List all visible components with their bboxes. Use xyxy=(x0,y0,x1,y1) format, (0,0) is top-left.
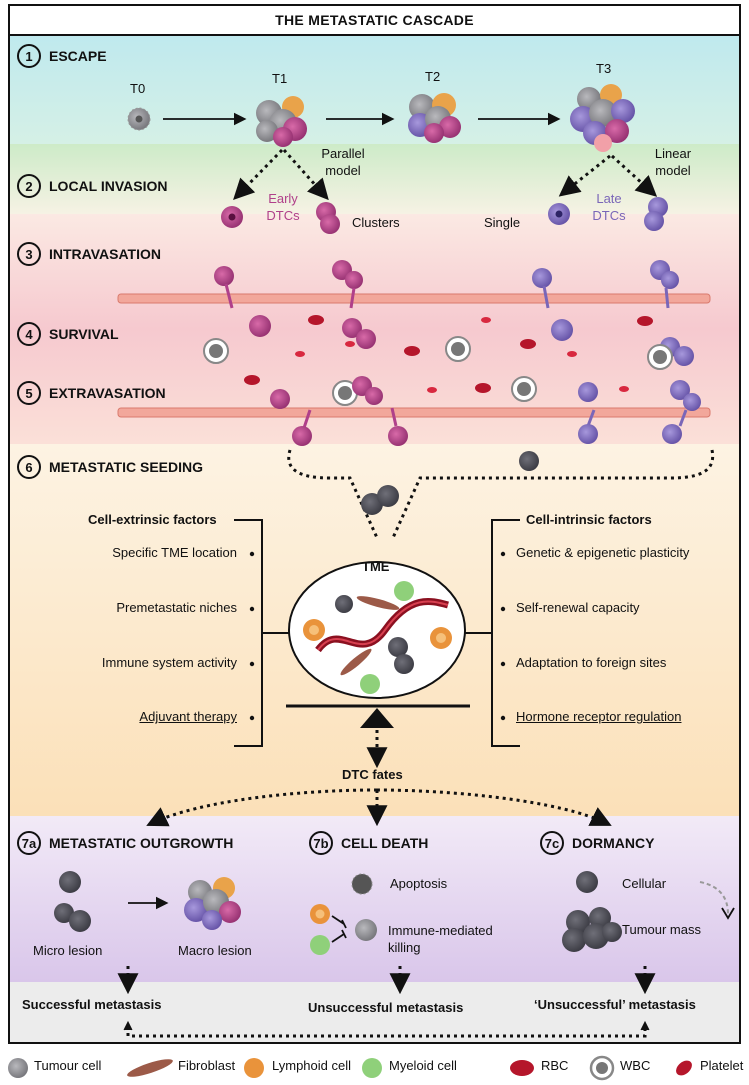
outgrowth-cells xyxy=(54,871,241,932)
label-t3: T3 xyxy=(596,61,612,76)
label-linear-model: Linear model xyxy=(654,146,692,178)
intravasating-cells xyxy=(214,260,679,309)
label-single: Single xyxy=(484,215,521,230)
extrinsic-header: Cell-extrinsic factors xyxy=(88,512,217,527)
label-late-dtcs: Late DTCs xyxy=(592,191,626,223)
label-unsuccessful-metastasis: Unsuccessful metastasis xyxy=(308,1000,464,1015)
vessel-band xyxy=(10,214,739,444)
tumour-cell-icon xyxy=(8,1058,28,1078)
intrinsic-header: Cell-intrinsic factors xyxy=(526,512,652,527)
intrinsic-factor: Self-renewal capacity xyxy=(516,600,640,615)
label-cellular: Cellular xyxy=(622,876,667,891)
intrinsic-factor: Adaptation to foreign sites xyxy=(516,655,667,670)
invasion-arrows xyxy=(233,148,658,201)
legend-item-myeloid: Myeloid cell xyxy=(389,1058,457,1073)
legend-item-lymphoid: Lymphoid cell xyxy=(272,1058,352,1073)
figure-title: THE METASTATIC CASCADE xyxy=(10,6,739,36)
label-parallel-model: Parallel model xyxy=(321,146,365,178)
label-apoptosis: Apoptosis xyxy=(390,876,448,891)
seeding-funnel xyxy=(287,449,715,541)
extrinsic-factor: Immune system activity xyxy=(101,655,237,670)
extravasated-cells xyxy=(292,407,688,471)
factor-bullets xyxy=(249,551,506,721)
figure-frame: THE METASTATIC CASCADE xyxy=(8,4,741,1044)
label-macro-lesion: Macro lesion xyxy=(178,943,252,958)
tme-label: TME xyxy=(362,559,390,574)
label-clusters: Clusters xyxy=(352,215,400,230)
seeding-cell xyxy=(377,485,399,507)
legend: Tumour cell Fibroblast Lymphoid cell Mye… xyxy=(0,1048,749,1085)
label-successful-metastasis: Successful metastasis xyxy=(22,997,162,1012)
legend-item-platelet: Platelet xyxy=(700,1058,744,1073)
intrinsic-factor: Genetic & epigenetic plasticity xyxy=(516,545,690,560)
escape-cells xyxy=(127,84,635,152)
factor-brackets xyxy=(234,519,520,747)
legend-item-wbc: WBC xyxy=(620,1058,651,1073)
label-t1: T1 xyxy=(272,71,288,86)
extrinsic-factor: Specific TME location xyxy=(112,545,237,560)
balance-fulcrum xyxy=(286,704,470,728)
dormancy-cells xyxy=(562,871,735,952)
extrinsic-factor: Premetastatic niches xyxy=(116,600,237,615)
legend-item-fibroblast: Fibroblast xyxy=(178,1058,236,1073)
vessel-walls xyxy=(117,293,711,418)
legend-item-rbc: RBC xyxy=(541,1058,569,1073)
label-t2: T2 xyxy=(425,69,441,84)
extrinsic-factor: Adjuvant therapy xyxy=(139,709,237,724)
circulating-cells xyxy=(203,315,701,411)
dtc-fates-label: DTC fates xyxy=(342,767,403,782)
label-immune-killing: Immune-mediated killing xyxy=(388,923,493,955)
legend-item-tumour: Tumour cell xyxy=(34,1058,102,1073)
label-tumour-mass: Tumour mass xyxy=(622,922,701,937)
outcome-arrows xyxy=(117,966,656,1038)
fates-band xyxy=(10,816,739,982)
legend-icons xyxy=(8,1055,692,1081)
myeloid-cell-icon xyxy=(362,1058,382,1078)
label-dormant-metastasis: ‘Unsuccessful’ metastasis xyxy=(534,997,696,1012)
dtc-cells xyxy=(221,197,668,234)
invasion-band xyxy=(10,144,739,214)
intrinsic-factor: Hormone receptor regulation xyxy=(516,709,682,724)
cell-death-cells xyxy=(310,873,411,995)
rbc-icon xyxy=(510,1060,534,1076)
label-t0: T0 xyxy=(130,81,146,96)
label-early-dtcs: Early DTCs xyxy=(266,191,300,223)
label-micro-lesion: Micro lesion xyxy=(33,943,103,958)
platelet-icon xyxy=(676,1060,692,1076)
fates-branches xyxy=(146,788,612,827)
fibroblast-icon xyxy=(127,1059,173,1077)
tme-microenvironment xyxy=(288,561,466,699)
lymphoid-cell-icon xyxy=(244,1058,264,1078)
